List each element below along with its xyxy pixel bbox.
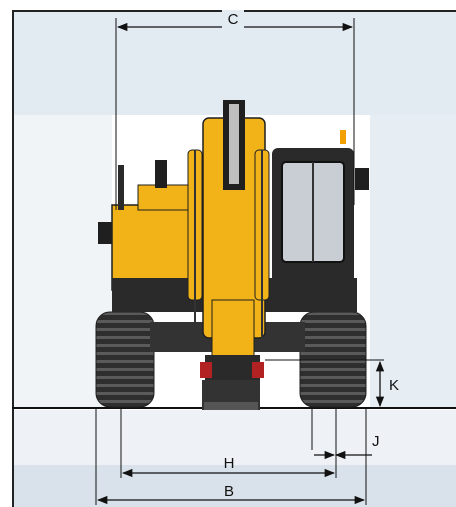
cab-mirror xyxy=(355,168,369,190)
left-track xyxy=(95,311,155,408)
dim-c-label-bg xyxy=(222,10,244,30)
exhaust-stack xyxy=(155,160,167,188)
dim-c-label: C xyxy=(228,11,239,28)
dimension-b: B xyxy=(95,408,367,505)
bucket-linkage xyxy=(205,355,260,383)
bucket-teeth xyxy=(204,402,258,410)
excavator-front-view xyxy=(95,100,369,410)
boom-cylinder-rod xyxy=(229,104,239,184)
arm xyxy=(211,299,255,361)
bucket-right-lug xyxy=(252,362,264,378)
background-lower xyxy=(12,410,456,465)
left-headlight xyxy=(98,222,112,244)
background-right xyxy=(370,115,456,407)
background-left xyxy=(12,115,112,407)
dimension-c: C xyxy=(115,10,355,210)
dim-k-label: K xyxy=(389,377,399,394)
dim-j-label: J xyxy=(372,433,380,450)
dim-h-label: H xyxy=(224,455,235,472)
engine-hood xyxy=(137,184,194,211)
frame-left-border xyxy=(12,10,14,507)
cab-beacon xyxy=(340,130,346,144)
dim-b-label: B xyxy=(224,483,234,500)
dimension-k: K xyxy=(265,359,399,408)
bucket-left-lug xyxy=(200,362,212,378)
handrail xyxy=(118,165,124,210)
dimension-h: H xyxy=(120,408,337,478)
